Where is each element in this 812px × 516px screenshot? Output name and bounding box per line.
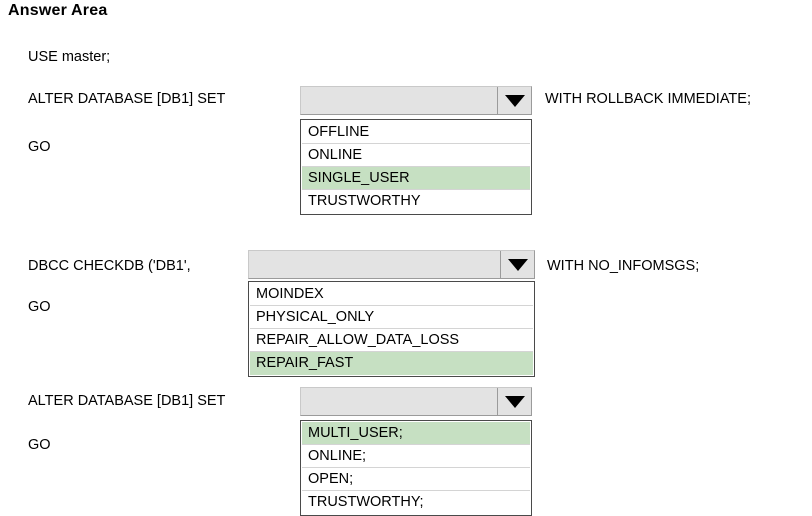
code-line-dbcc-checkdb-prefix: DBCC CHECKDB ('DB1', (28, 258, 191, 274)
list-item[interactable]: REPAIR_ALLOW_DATA_LOSS (250, 329, 533, 352)
code-line-alter-database-2-prefix: ALTER DATABASE [DB1] SET (28, 393, 226, 409)
page-title: Answer Area (8, 2, 108, 19)
code-line-use-master: USE master; (28, 49, 111, 65)
code-line-alter-database-1-prefix: ALTER DATABASE [DB1] SET (28, 91, 226, 107)
dropdown-alter-database-set-option-2[interactable] (300, 387, 532, 416)
list-item[interactable]: OPEN; (302, 468, 530, 491)
chevron-down-glyph (507, 258, 528, 271)
code-line-go-3: GO (28, 437, 51, 453)
dropdown-value-1 (301, 87, 497, 114)
chevron-down-icon[interactable] (497, 388, 531, 415)
code-line-with-no-infomsgs: WITH NO_INFOMSGS; (547, 258, 700, 274)
code-line-with-rollback-immediate: WITH ROLLBACK IMMEDIATE; (545, 91, 751, 107)
dropdown-alter-database-set-option-1[interactable] (300, 86, 532, 115)
list-item[interactable]: PHYSICAL_ONLY (250, 306, 533, 329)
list-item[interactable]: TRUSTWORTHY (302, 190, 530, 213)
chevron-down-glyph (504, 395, 525, 408)
list-item[interactable]: MOINDEX (250, 283, 533, 306)
list-item[interactable]: ONLINE; (302, 445, 530, 468)
option-list-dbcc-checkdb-option[interactable]: MOINDEX PHYSICAL_ONLY REPAIR_ALLOW_DATA_… (248, 281, 535, 377)
chevron-down-icon[interactable] (497, 87, 531, 114)
option-list-alter-database-set-option-1[interactable]: OFFLINE ONLINE SINGLE_USER TRUSTWORTHY (300, 119, 532, 215)
dropdown-dbcc-checkdb-option[interactable] (248, 250, 535, 279)
list-item[interactable]: SINGLE_USER (302, 167, 530, 190)
list-item[interactable]: MULTI_USER; (302, 422, 530, 445)
dropdown-value-2 (249, 251, 500, 278)
chevron-down-icon[interactable] (500, 251, 534, 278)
code-line-go-2: GO (28, 299, 51, 315)
code-line-go-1: GO (28, 139, 51, 155)
option-list-alter-database-set-option-2[interactable]: MULTI_USER; ONLINE; OPEN; TRUSTWORTHY; (300, 420, 532, 516)
list-item[interactable]: REPAIR_FAST (250, 352, 533, 375)
list-item[interactable]: TRUSTWORTHY; (302, 491, 530, 514)
list-item[interactable]: OFFLINE (302, 121, 530, 144)
chevron-down-glyph (504, 94, 525, 107)
dropdown-value-3 (301, 388, 497, 415)
list-item[interactable]: ONLINE (302, 144, 530, 167)
